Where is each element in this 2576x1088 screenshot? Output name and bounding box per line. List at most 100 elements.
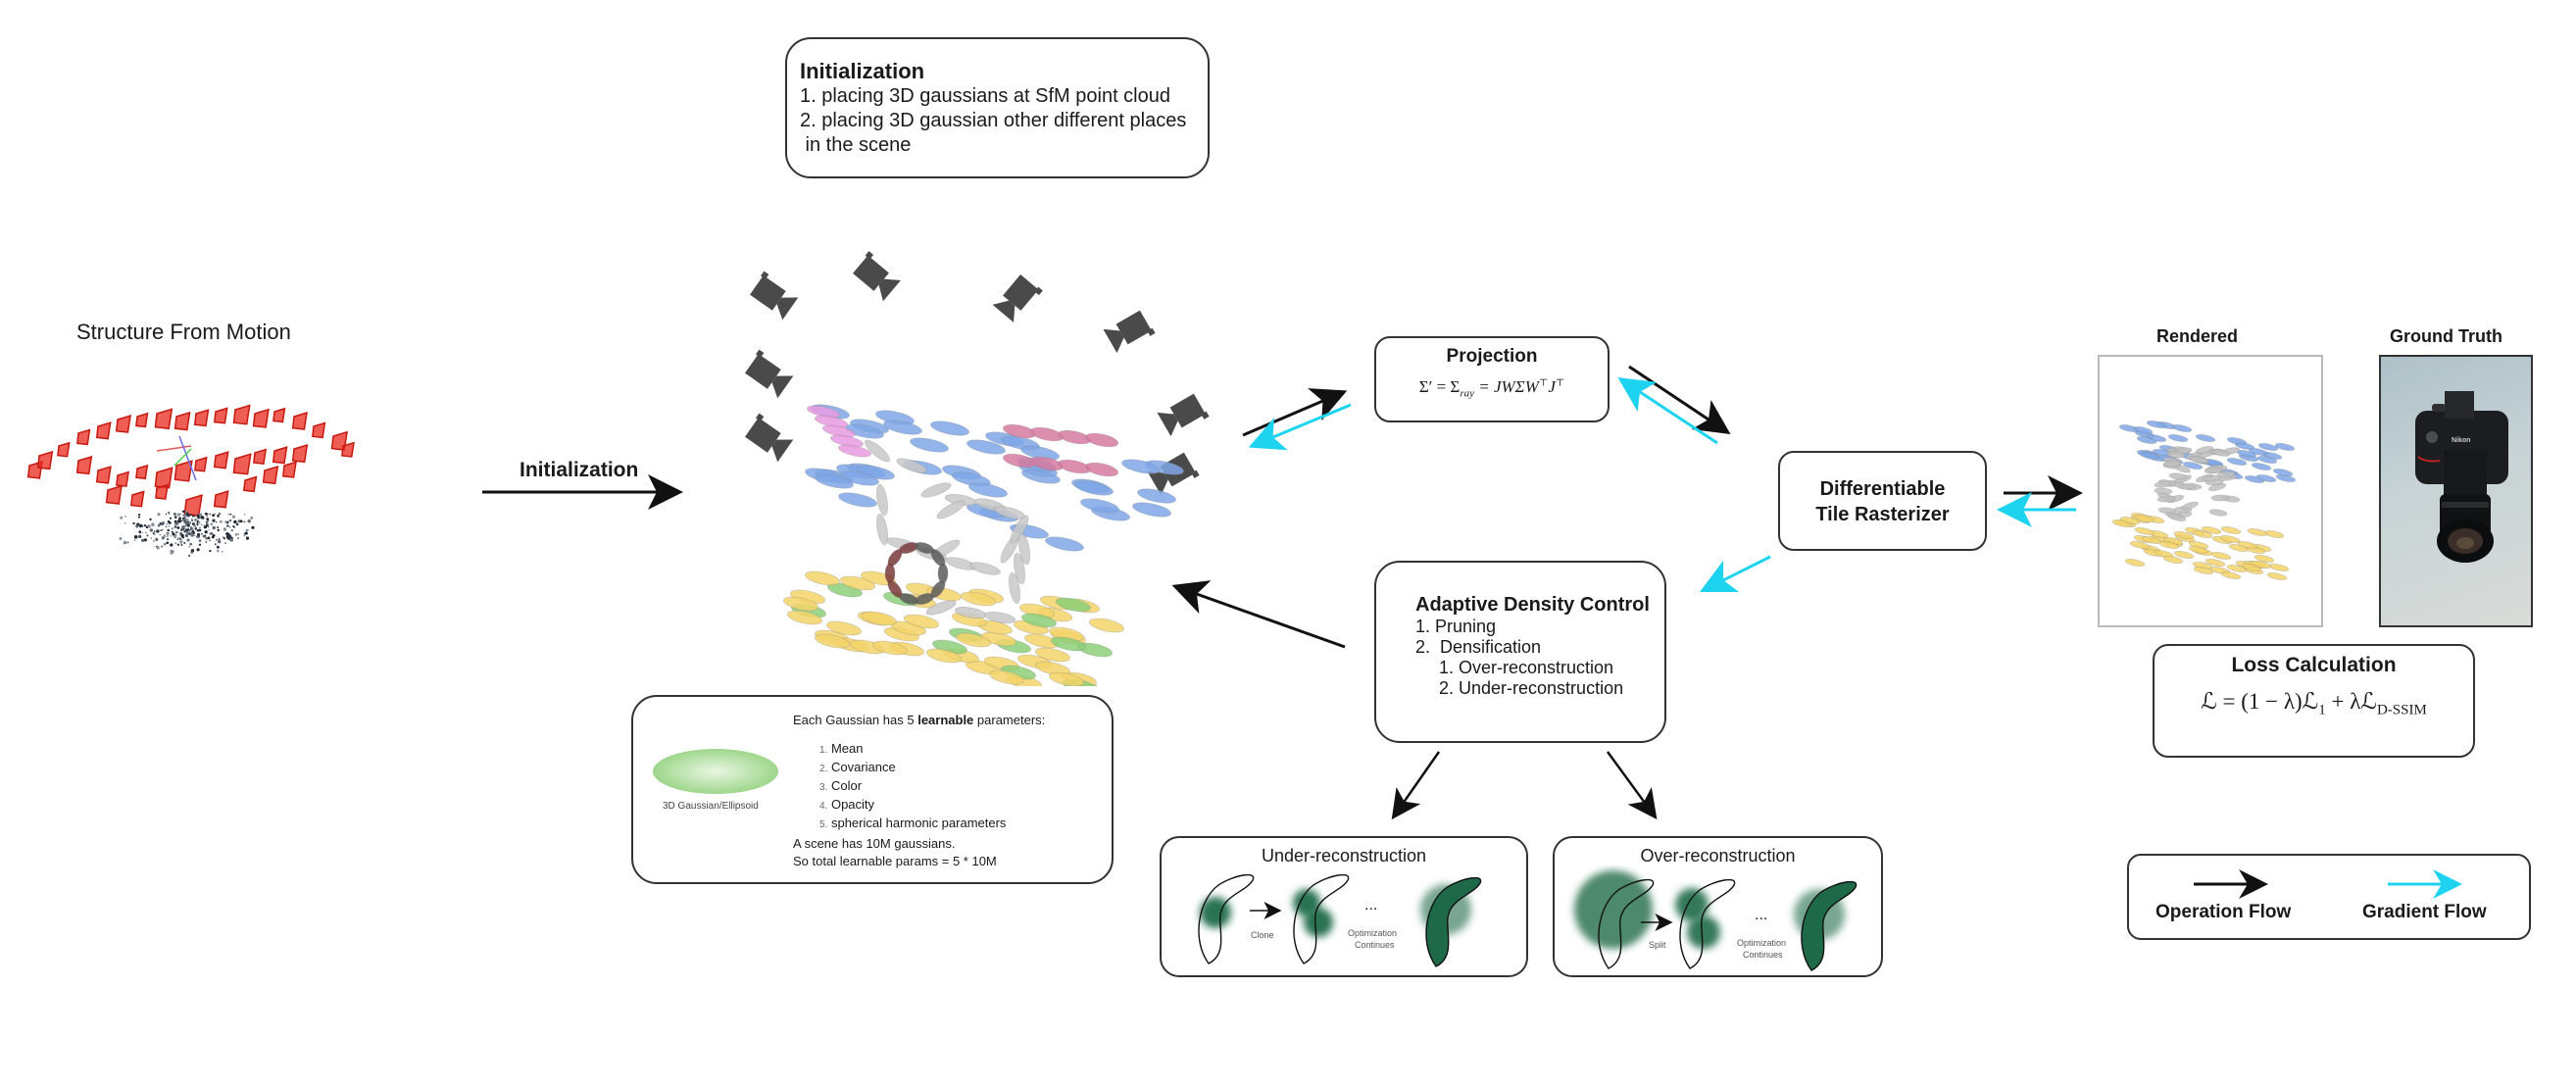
sfm-point (179, 540, 183, 544)
param-item: 4. Opacity (819, 797, 875, 812)
sfm-point (155, 537, 159, 541)
sfm-camera-frustum (95, 421, 112, 440)
sfm-point (180, 534, 184, 538)
camera-icon (1157, 393, 1210, 437)
sfm-point (209, 532, 211, 535)
gaussian-ellipse (2167, 513, 2187, 522)
param-item: 5. spherical harmonic parameters (819, 816, 1007, 830)
projection-title: Projection (1446, 346, 1538, 367)
sfm-point (189, 514, 192, 517)
surface-shape (1425, 876, 1482, 967)
sfm-point (204, 512, 208, 516)
sfm-point (189, 526, 193, 530)
sfm-point (190, 551, 193, 554)
gradient-rasterizer-to-projection (1617, 377, 1718, 445)
sfm-point (185, 519, 189, 522)
gaussian-ellipse (1008, 571, 1021, 605)
sfm-camera-frustum (194, 456, 208, 472)
axis-y (173, 448, 192, 467)
gaussian-ellipse (1034, 647, 1071, 663)
sfm-camera-frustum (262, 465, 279, 485)
sfm-point (216, 538, 218, 541)
gaussian-ellipse (837, 492, 878, 508)
gaussian-ellipse (1013, 552, 1026, 585)
sfm-camera-frustum (135, 412, 149, 428)
gaussian-ellipse (896, 458, 927, 473)
gaussian-blob (1304, 908, 1333, 937)
sfm-point (171, 530, 173, 533)
gaussian-ellipse (2220, 526, 2242, 534)
gaussian-scene (745, 251, 1210, 686)
gaussian-ellipse (864, 439, 891, 463)
gaussian-ellipse (2171, 424, 2193, 432)
gaussian-ellipse (2124, 559, 2146, 567)
sfm-point (217, 526, 220, 529)
arrow-adc-to-under (1391, 751, 1441, 820)
sfm-point-cloud-image (26, 404, 355, 558)
sfm-point (186, 523, 190, 527)
sfm-point (232, 525, 234, 527)
gaussian-ellipse (2211, 449, 2231, 457)
gaussian-ellipse (1048, 671, 1085, 686)
sfm-point (156, 546, 160, 550)
sfm-point (218, 538, 221, 540)
param-item: 3. Color (819, 778, 863, 793)
gaussian-ellipse (1020, 613, 1058, 628)
sfm-point (237, 519, 241, 523)
sfm-camera-frustum (36, 450, 54, 470)
sfm-point (200, 523, 203, 526)
sfm-point (163, 534, 167, 537)
gaussian-ellipse (920, 482, 952, 498)
gaussian-ellipse (1055, 597, 1092, 613)
sfm-point (132, 521, 135, 525)
gaussian-ellipse (2251, 561, 2272, 569)
sfm-point (189, 542, 193, 546)
ground-truth-photo: Nikon (2379, 355, 2533, 627)
sfm-point (222, 551, 223, 553)
gaussian-ellipse (1073, 480, 1115, 496)
gaussian-ellipses (782, 404, 1185, 686)
rasterizer-box: Differentiable Tile Rasterizer (1778, 451, 1987, 551)
camera-photo: Nikon (2415, 391, 2508, 563)
adaptive-density-control-box: Adaptive Density Control 1. Pruning 2. D… (1374, 561, 1666, 743)
gaussian-ellipse (983, 611, 1016, 624)
sfm-point (188, 523, 190, 525)
adc-title: Adaptive Density Control (1415, 594, 1650, 616)
gaussian-ellipse (2182, 462, 2204, 470)
sfm-point (251, 525, 255, 529)
sfm-point (145, 531, 147, 533)
camera-icon (853, 251, 901, 302)
gaussian-ellipse (2193, 567, 2214, 574)
gaussian-ellipse (2166, 451, 2186, 459)
gaussian-ellipse (2158, 541, 2180, 549)
sfm-point (181, 517, 185, 520)
gaussian-ellipse (988, 669, 1025, 685)
gaussian-ellipse (871, 640, 909, 656)
initialization-step-2-cont: in the scene (800, 134, 912, 156)
gaussian-ellipse (844, 423, 885, 439)
sfm-point (145, 538, 148, 541)
sfm-point (196, 515, 199, 518)
gaussian-ellipse (2195, 446, 2214, 454)
sfm-point (226, 524, 229, 527)
gaussian-ellipse (925, 600, 957, 616)
gaussian-ellipse (786, 610, 823, 625)
sfm-camera-frustum (130, 490, 145, 508)
adc-item-pruning: 1. Pruning (1415, 617, 1497, 636)
sfm-camera-frustum (135, 464, 149, 480)
gaussian-ellipse (909, 437, 950, 453)
sfm-point (170, 549, 173, 553)
sfm-point (214, 543, 217, 546)
gaussian-ellipse (2204, 559, 2226, 567)
sfm-point (217, 515, 220, 518)
sfm-point (186, 514, 190, 518)
sfm-camera-frustum (154, 408, 173, 430)
sfm-point (188, 546, 190, 548)
sfm-point (196, 523, 199, 526)
nikon-brand: Nikon (2452, 437, 2470, 444)
sfm-point (186, 532, 189, 535)
sfm-point (192, 532, 195, 535)
sfm-point (176, 513, 180, 517)
sfm-point (187, 527, 190, 530)
projection-box: Projection Σ′ = Σray = JWΣW⊤J⊤ (1374, 336, 1610, 422)
